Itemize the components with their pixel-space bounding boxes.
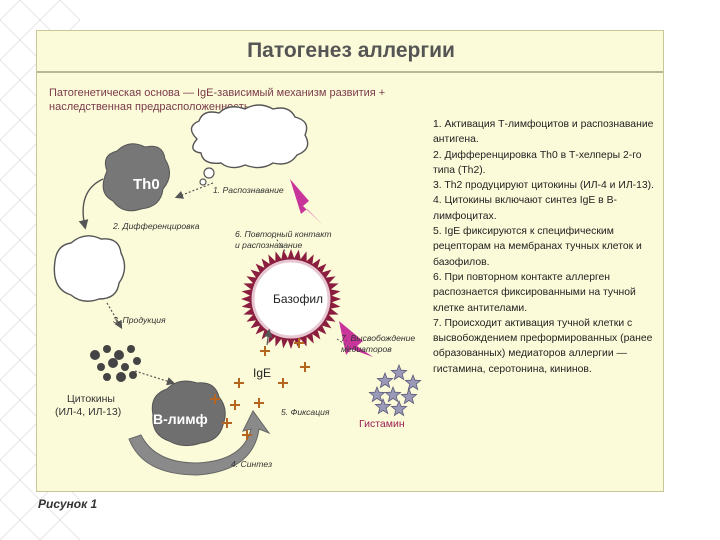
step-item: 3. Th2 продуцируют цитокины (ИЛ-4 и ИЛ-1… [433,180,655,192]
steps-list: 1. Активация Т-лимфоцитов и распознавани… [433,117,663,377]
step-item: 2. Дифференцировка Th0 в Т-хелперы 2-го … [433,149,642,176]
figure-subtitle: Патогенетическая основа — IgE-зависимый … [49,87,386,113]
step-item: 4. Цитокины включают синтез IgE в В-лимф… [433,195,617,222]
figure-caption: Рисунок 1 [38,497,98,511]
step-item: 7. Происходит активация тучной клетки с … [433,317,653,375]
synthesis-arrow [128,410,271,476]
basophil-label: Базофил [273,292,323,306]
histamine-label: Гистамин [359,418,405,430]
step2-label: 2. Дифференцировка [112,221,200,231]
ige-molecule [230,400,240,410]
cytokines-label-line2: (ИЛ-4, ИЛ-13) [55,406,121,418]
step5-label: 5. Фиксация [281,407,330,417]
antigen-arrow-upper [290,179,323,225]
cytokines-label-line1: Цитокины [67,393,115,405]
ige-molecule [260,346,270,356]
ige-molecule [254,398,264,408]
ige-molecule [234,378,244,388]
basophil-cell [241,249,341,349]
step-item: 5. IgE фиксируются к специфическим рецеп… [433,226,642,268]
ige-molecule [294,338,304,348]
arrow-production [106,302,123,330]
histamine-granule [368,385,386,403]
ige-molecules [210,338,310,440]
b-cell [151,380,226,447]
histamine-granule [384,385,402,403]
th2-cell [53,235,126,302]
ige-molecule [242,430,252,440]
ige-molecule [210,394,220,404]
th0-label: Th0 [133,176,160,193]
step4-label: 4. Синтез [231,459,272,469]
ige-molecule [278,378,288,388]
b-cell-label: В-лимф [153,411,208,427]
step6-label-line1: 6. Повторный контакт [235,229,332,239]
histamine-granule [404,373,422,391]
antigen-cloud [190,104,309,186]
step7-label-line2: медиаторов [341,344,392,354]
antigen-arrow-lower [339,321,373,357]
step7-label-line1: 7. Высвобождение [341,333,415,343]
figure-title: Патогенез аллергии [247,39,455,62]
cytokine-granules [90,345,141,382]
step6-label-line2: и распознавание [235,240,303,250]
arrow-to-b-cell [134,370,176,386]
title-divider [37,71,663,73]
histamine-granule [390,363,408,381]
step3-label: 3. Продукция [113,315,166,325]
pathogenesis-diagram: Th0 В-лимф Базофил Ig [53,104,422,476]
ige-molecule [300,362,310,372]
histamine-granule [400,387,418,405]
arrow-differentiation [78,178,104,230]
th0-cell [102,143,170,212]
leader-step6 [274,236,286,252]
step-item: 6. При повторном контакте аллерген распо… [433,271,636,314]
ige-molecule [222,418,232,428]
figure-panel: Патогенез аллергии Патогенетическая осно… [36,30,664,492]
step1-label: 1. Распознавание [213,185,284,195]
histamine-granule [374,397,392,415]
histamine-granule [376,371,394,389]
histamine-granule [390,399,408,417]
arrow-recognition [174,182,214,199]
step-item: 1. Активация Т-лимфоцитов и распознавани… [433,119,654,146]
leader-step7 [336,338,350,348]
ige-label: IgE [253,366,271,380]
basophil-body [251,259,331,339]
arrow-fixation [263,328,273,346]
histamine-granules [368,363,422,417]
